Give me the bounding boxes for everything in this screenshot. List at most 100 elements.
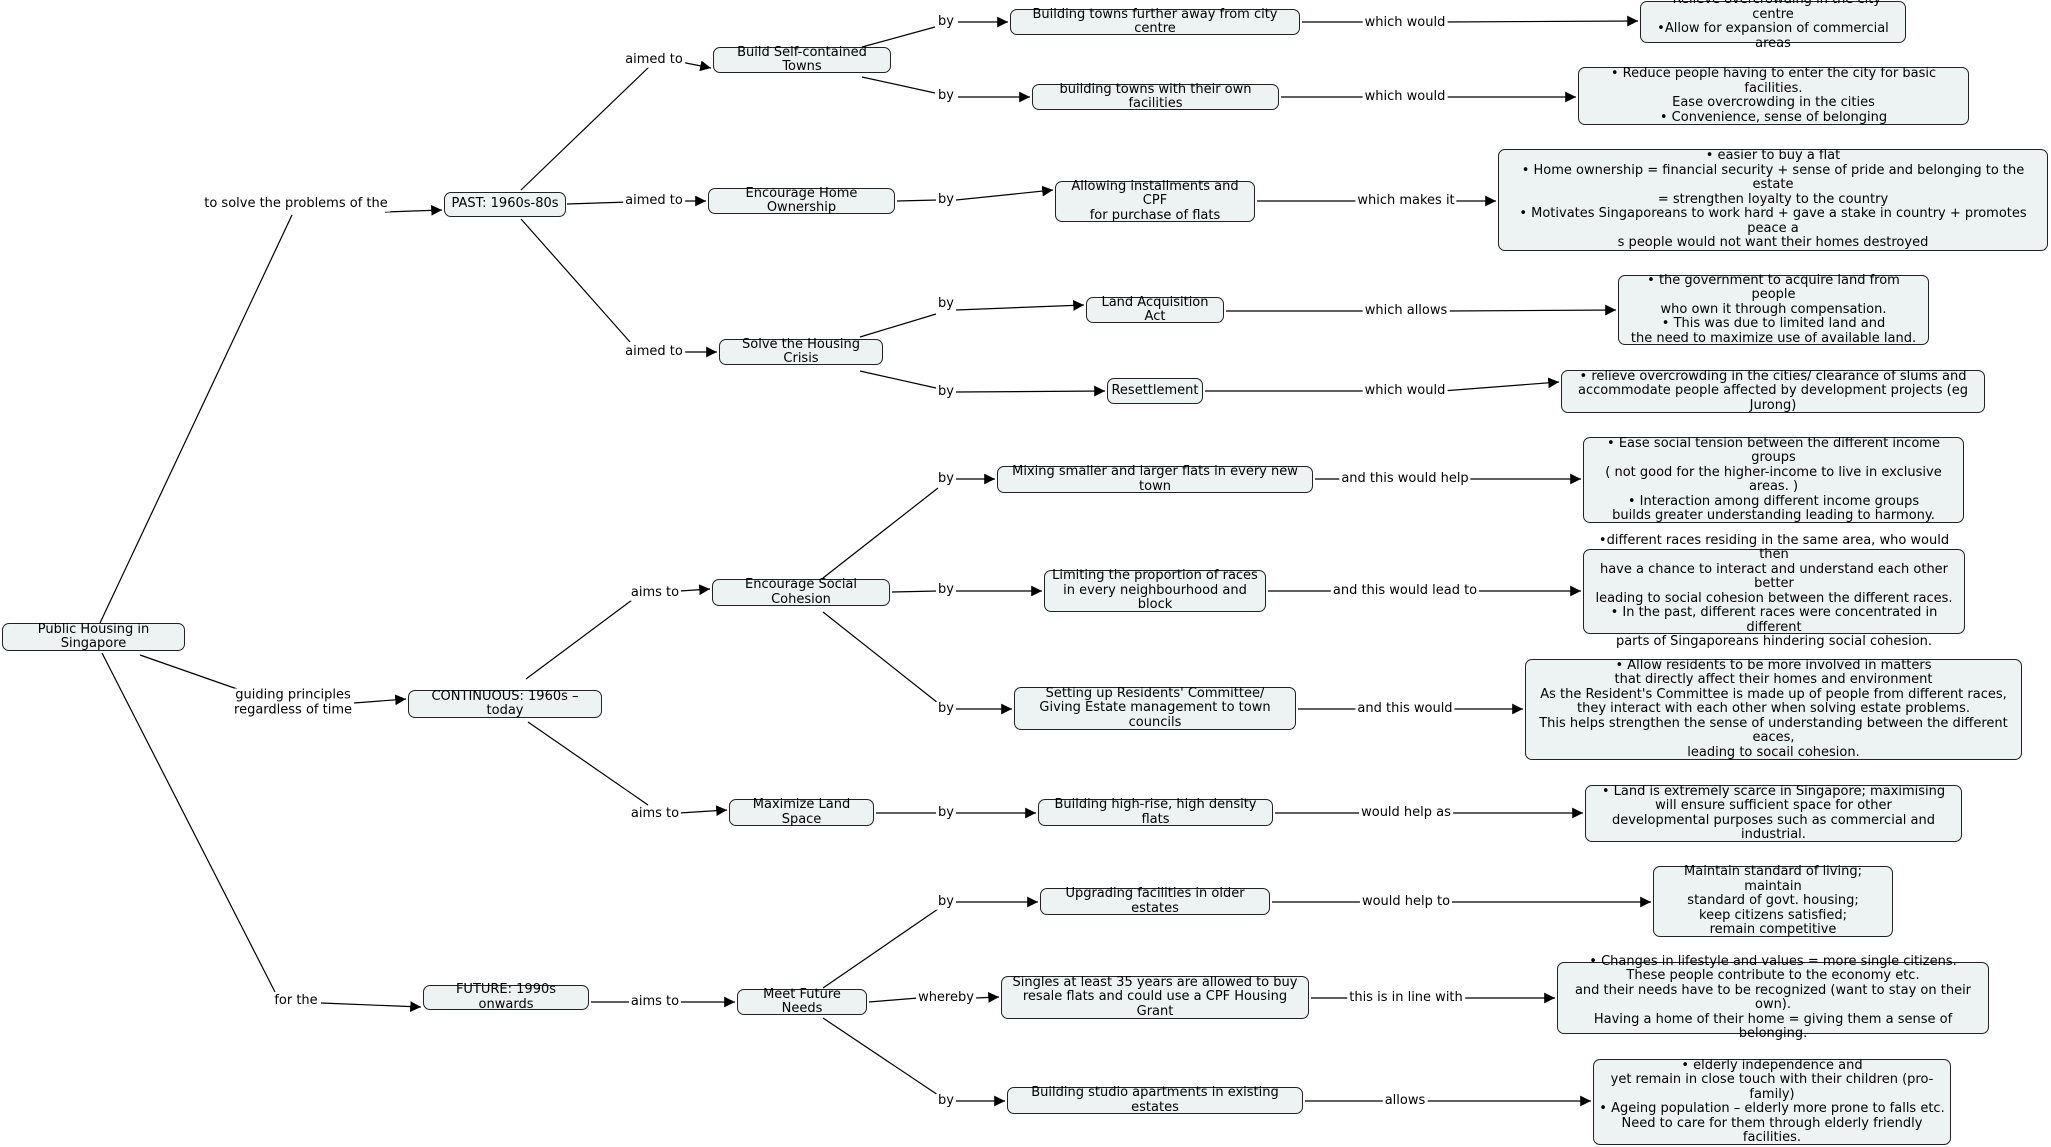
- label-in-line-with: this is in line with: [1347, 989, 1465, 1006]
- node-race-proportion[interactable]: Limiting the proportion of races in ever…: [1044, 569, 1266, 612]
- node-mixing-flats[interactable]: Mixing smaller and larger flats in every…: [997, 464, 1313, 493]
- label-by: by: [936, 470, 956, 487]
- node-towns-far[interactable]: Building towns further away from city ce…: [1010, 7, 1300, 36]
- result-installments[interactable]: • easier to buy a flat • Home ownership …: [1498, 149, 2048, 251]
- node-resettlement[interactable]: Resettlement: [1107, 378, 1203, 404]
- connector-arrow: [680, 60, 712, 72]
- label-which-would: which would: [1362, 382, 1448, 399]
- connector-line: [525, 599, 633, 680]
- node-continuous[interactable]: CONTINUOUS: 1960s – today: [408, 689, 602, 718]
- connector-line: [822, 1017, 939, 1096]
- label-by: by: [936, 383, 956, 400]
- connector-arrow: [678, 805, 728, 817]
- node-installments[interactable]: Allowing installments and CPF for purcha…: [1055, 179, 1255, 223]
- label-for-the: for the: [272, 992, 320, 1009]
- connector-line: [527, 721, 649, 806]
- label-by: by: [936, 1092, 956, 1109]
- label-aims-to: aims to: [628, 805, 682, 822]
- label-and-this-would-lead-to: and this would lead to: [1330, 582, 1480, 599]
- label-which-allows: which allows: [1362, 302, 1450, 319]
- label-aimed-to: aimed to: [623, 51, 685, 68]
- connector-line: [896, 199, 939, 202]
- connector-line: [859, 313, 937, 338]
- label-to-solve: to solve the problems of the: [202, 195, 390, 212]
- connector-line: [822, 487, 939, 579]
- label-by: by: [936, 581, 956, 598]
- node-maximize-land[interactable]: Maximize Land Space: [729, 797, 874, 826]
- result-upgrading[interactable]: Maintain standard of living; maintain st…: [1653, 865, 1893, 937]
- connector-arrow: [353, 694, 407, 706]
- node-social-cohesion[interactable]: Encourage Social Cohesion: [712, 577, 890, 606]
- connector-line: [822, 611, 939, 704]
- connector-line: [822, 908, 939, 989]
- connector-line: [139, 654, 241, 691]
- label-by: by: [936, 191, 956, 208]
- result-singles[interactable]: • Changes in lifestyle and values = more…: [1557, 954, 1989, 1041]
- connector-arrow: [1441, 377, 1560, 392]
- node-high-rise[interactable]: Building high-rise, high density flats: [1038, 797, 1273, 826]
- result-mixing[interactable]: • Ease social tension between the differ…: [1583, 436, 1964, 523]
- node-towns-facilities[interactable]: building towns with their own facilities: [1032, 82, 1279, 111]
- connector-arrow: [955, 185, 1054, 201]
- result-high-rise[interactable]: • Land is extremely scarce in Singapore;…: [1585, 784, 1962, 842]
- node-land-acquisition-act[interactable]: Land Acquisition Act: [1086, 295, 1224, 324]
- result-committee[interactable]: • Allow residents to be more involved in…: [1525, 658, 2022, 760]
- connector-arrow: [974, 992, 1000, 1003]
- result-towns-far[interactable]: •Relieve overcrowding in the city centre…: [1640, 0, 1906, 50]
- connector-line: [99, 214, 293, 624]
- label-by: by: [936, 893, 956, 910]
- label-which-would: which would: [1362, 88, 1448, 105]
- label-aimed-to: aimed to: [623, 192, 685, 209]
- label-by: by: [936, 804, 956, 821]
- connector-line: [891, 590, 939, 593]
- node-future-needs[interactable]: Meet Future Needs: [737, 987, 867, 1016]
- connector-line: [520, 65, 651, 191]
- node-upgrading[interactable]: Upgrading facilities in older estates: [1040, 886, 1270, 915]
- label-guiding: guiding principles regardless of time: [232, 687, 354, 718]
- result-races[interactable]: •different races residing in the same ar…: [1583, 533, 1965, 649]
- label-aimed-to: aimed to: [623, 343, 685, 360]
- label-aims-to: aims to: [628, 584, 682, 601]
- label-by: by: [936, 87, 956, 104]
- node-singles[interactable]: Singles at least 35 years are allowed to…: [1001, 975, 1309, 1019]
- label-allows: allows: [1382, 1092, 1428, 1109]
- connector-line: [861, 26, 936, 48]
- label-by: by: [936, 13, 956, 30]
- node-housing-crisis[interactable]: Solve the Housing Crisis: [719, 337, 883, 366]
- node-studio[interactable]: Building studio apartments in existing e…: [1007, 1085, 1303, 1114]
- result-land-act[interactable]: • the government to acquire land from pe…: [1618, 273, 1929, 346]
- node-future[interactable]: FUTURE: 1990s onwards: [423, 982, 589, 1011]
- label-would-help-to: would help to: [1359, 893, 1453, 910]
- connector-line: [101, 652, 276, 993]
- label-would-help-as: would help as: [1359, 804, 1453, 821]
- connector-arrow: [384, 204, 443, 216]
- connector-arrow: [1447, 304, 1617, 316]
- connector-line: [520, 218, 631, 343]
- node-residents-committee[interactable]: Setting up Residents' Committee/ Giving …: [1014, 686, 1296, 730]
- result-resettlement[interactable]: • relieve overcrowding in the cities/ cl…: [1561, 369, 1985, 413]
- result-towns-facilities[interactable]: • Reduce people having to enter the city…: [1578, 66, 1969, 125]
- connector-arrow: [1441, 15, 1639, 27]
- label-by: by: [936, 295, 956, 312]
- connector-line: [566, 201, 630, 205]
- connector-line: [868, 997, 919, 1003]
- label-and-this-would-help: and this would help: [1339, 470, 1471, 487]
- node-root[interactable]: Public Housing in Singapore: [2, 622, 185, 651]
- result-studio[interactable]: • elderly independence and yet remain in…: [1593, 1058, 1951, 1145]
- connector-arrow: [679, 584, 711, 596]
- connector-line: [859, 370, 937, 389]
- label-aims-to: aims to: [628, 993, 682, 1010]
- connector-line: [861, 76, 936, 94]
- connector-arrow: [320, 1001, 422, 1012]
- label-and-this-would: and this would: [1355, 700, 1455, 717]
- node-home-ownership[interactable]: Encourage Home Ownership: [708, 186, 895, 215]
- label-which-would: which would: [1362, 14, 1448, 31]
- label-by: by: [936, 700, 956, 717]
- label-which-makes-it: which makes it: [1355, 192, 1457, 209]
- node-self-contained-towns[interactable]: Build Self-contained Towns: [713, 45, 891, 74]
- label-whereby: whereby: [916, 989, 976, 1006]
- node-past[interactable]: PAST: 1960s-80s: [444, 192, 566, 217]
- connector-arrow: [955, 300, 1085, 311]
